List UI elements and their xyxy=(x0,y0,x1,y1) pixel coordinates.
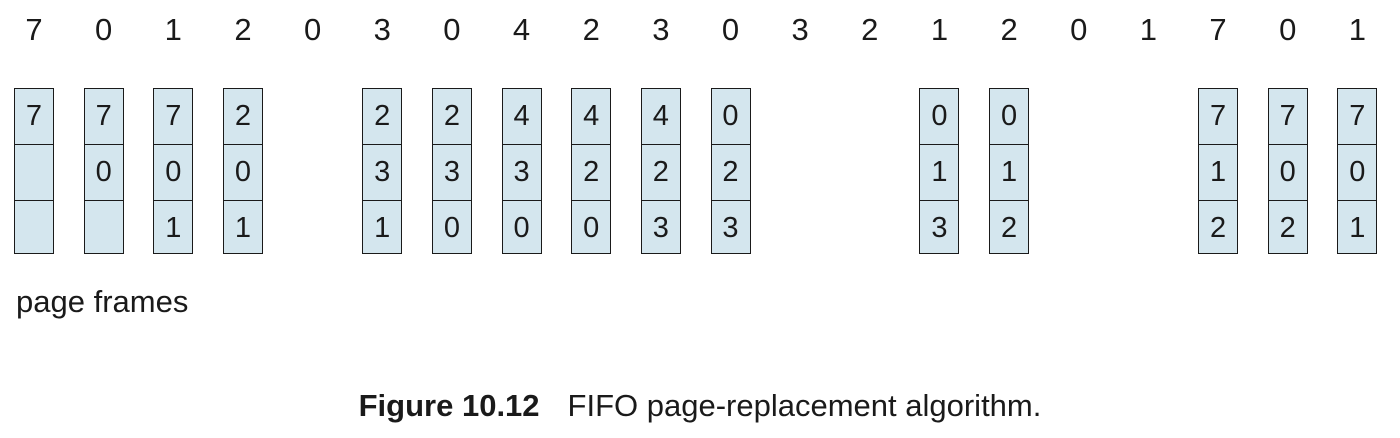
reference-page: 1 xyxy=(930,12,949,47)
reference-page: 3 xyxy=(652,12,670,47)
frame-cell: 0 xyxy=(223,144,262,199)
frame-cell: 2 xyxy=(374,100,391,132)
frame-cell: 3 xyxy=(711,199,750,255)
reference-page: 4 xyxy=(512,12,531,47)
frame-cell: 3 xyxy=(432,144,471,199)
frame-cell: 7 xyxy=(1209,100,1227,132)
reference-page: 3 xyxy=(791,12,809,47)
frame-cell: 7 xyxy=(165,100,182,132)
frame-cell: 0 xyxy=(931,100,948,132)
figure-title: FIFO page-replacement algorithm. xyxy=(567,388,1042,423)
reference-page: 0 xyxy=(1070,12,1088,47)
reference-page: 2 xyxy=(234,12,252,47)
frame-cell: 1 xyxy=(223,199,262,255)
frame-cell: 1 xyxy=(154,199,193,255)
frame-cell: 0 xyxy=(1268,144,1307,199)
reference-page: 2 xyxy=(582,12,600,47)
frame-cell: 1 xyxy=(920,144,959,199)
frame-cell: 2 xyxy=(711,144,750,199)
reference-string: 7 0 1 2 0 3 0 4 2 3 0 3 2 1 2 0 1 7 0 1 xyxy=(0,0,1400,70)
frame-cell: 0 xyxy=(432,199,471,255)
reference-page: 2 xyxy=(861,12,879,47)
frame-cell: 4 xyxy=(513,100,530,132)
frame-cell: 3 xyxy=(641,199,680,255)
frame-cell: 2 xyxy=(572,144,611,199)
frame-cell: 0 xyxy=(722,100,739,132)
frame-cell: 1 xyxy=(363,199,402,255)
reference-page: 0 xyxy=(1279,12,1297,47)
reference-page: 3 xyxy=(373,12,391,47)
frame-cell: 1 xyxy=(1338,199,1377,255)
frame-cell: 2 xyxy=(1199,199,1238,255)
reference-page: 0 xyxy=(95,12,113,47)
frame-cell: 1 xyxy=(1199,144,1238,199)
frame-cell: 3 xyxy=(502,144,541,199)
frame-cell: 7 xyxy=(95,100,112,132)
figure-caption: Figure 10.12 FIFO page-replacement algori… xyxy=(0,386,1400,426)
frame-cell: 0 xyxy=(502,199,541,255)
frame-cell: 2 xyxy=(1268,199,1307,255)
frame-cell: 4 xyxy=(652,100,669,132)
reference-page: 0 xyxy=(721,12,740,47)
frame-cell: 7 xyxy=(1279,100,1296,132)
frame-cell: 3 xyxy=(920,199,959,255)
page-frames-label: page frames xyxy=(16,284,189,319)
reference-page: 0 xyxy=(443,12,461,47)
frame-cell: 3 xyxy=(363,144,402,199)
frame-cell: 2 xyxy=(990,199,1029,255)
frame-cell: 0 xyxy=(84,144,123,199)
frame-cell: 7 xyxy=(25,100,43,132)
reference-page: 1 xyxy=(164,12,182,47)
frame-cell xyxy=(84,199,123,255)
frame-cell: 0 xyxy=(154,144,193,199)
frame-cell: 0 xyxy=(572,199,611,255)
frame-column: 7 xyxy=(14,88,54,254)
reference-page: 1 xyxy=(1139,12,1158,47)
frame-cell: 0 xyxy=(1338,144,1377,199)
reference-page: 1 xyxy=(1348,12,1366,47)
frame-cell: 0 xyxy=(1001,100,1018,132)
reference-page: 0 xyxy=(303,12,322,47)
reference-page: 2 xyxy=(1000,12,1018,47)
frame-cell: 2 xyxy=(641,144,680,199)
reference-page: 7 xyxy=(25,12,43,47)
frame-cell: 1 xyxy=(990,144,1029,199)
frame-cell: 2 xyxy=(234,100,251,132)
frame-cell: 2 xyxy=(443,100,460,132)
frame-cell: 4 xyxy=(583,100,600,132)
figure-number: Figure 10.12 xyxy=(358,388,540,423)
frame-cell xyxy=(15,199,53,255)
frame-cell: 7 xyxy=(1349,100,1366,132)
reference-page: 7 xyxy=(1209,12,1227,47)
frame-cell xyxy=(15,144,53,199)
